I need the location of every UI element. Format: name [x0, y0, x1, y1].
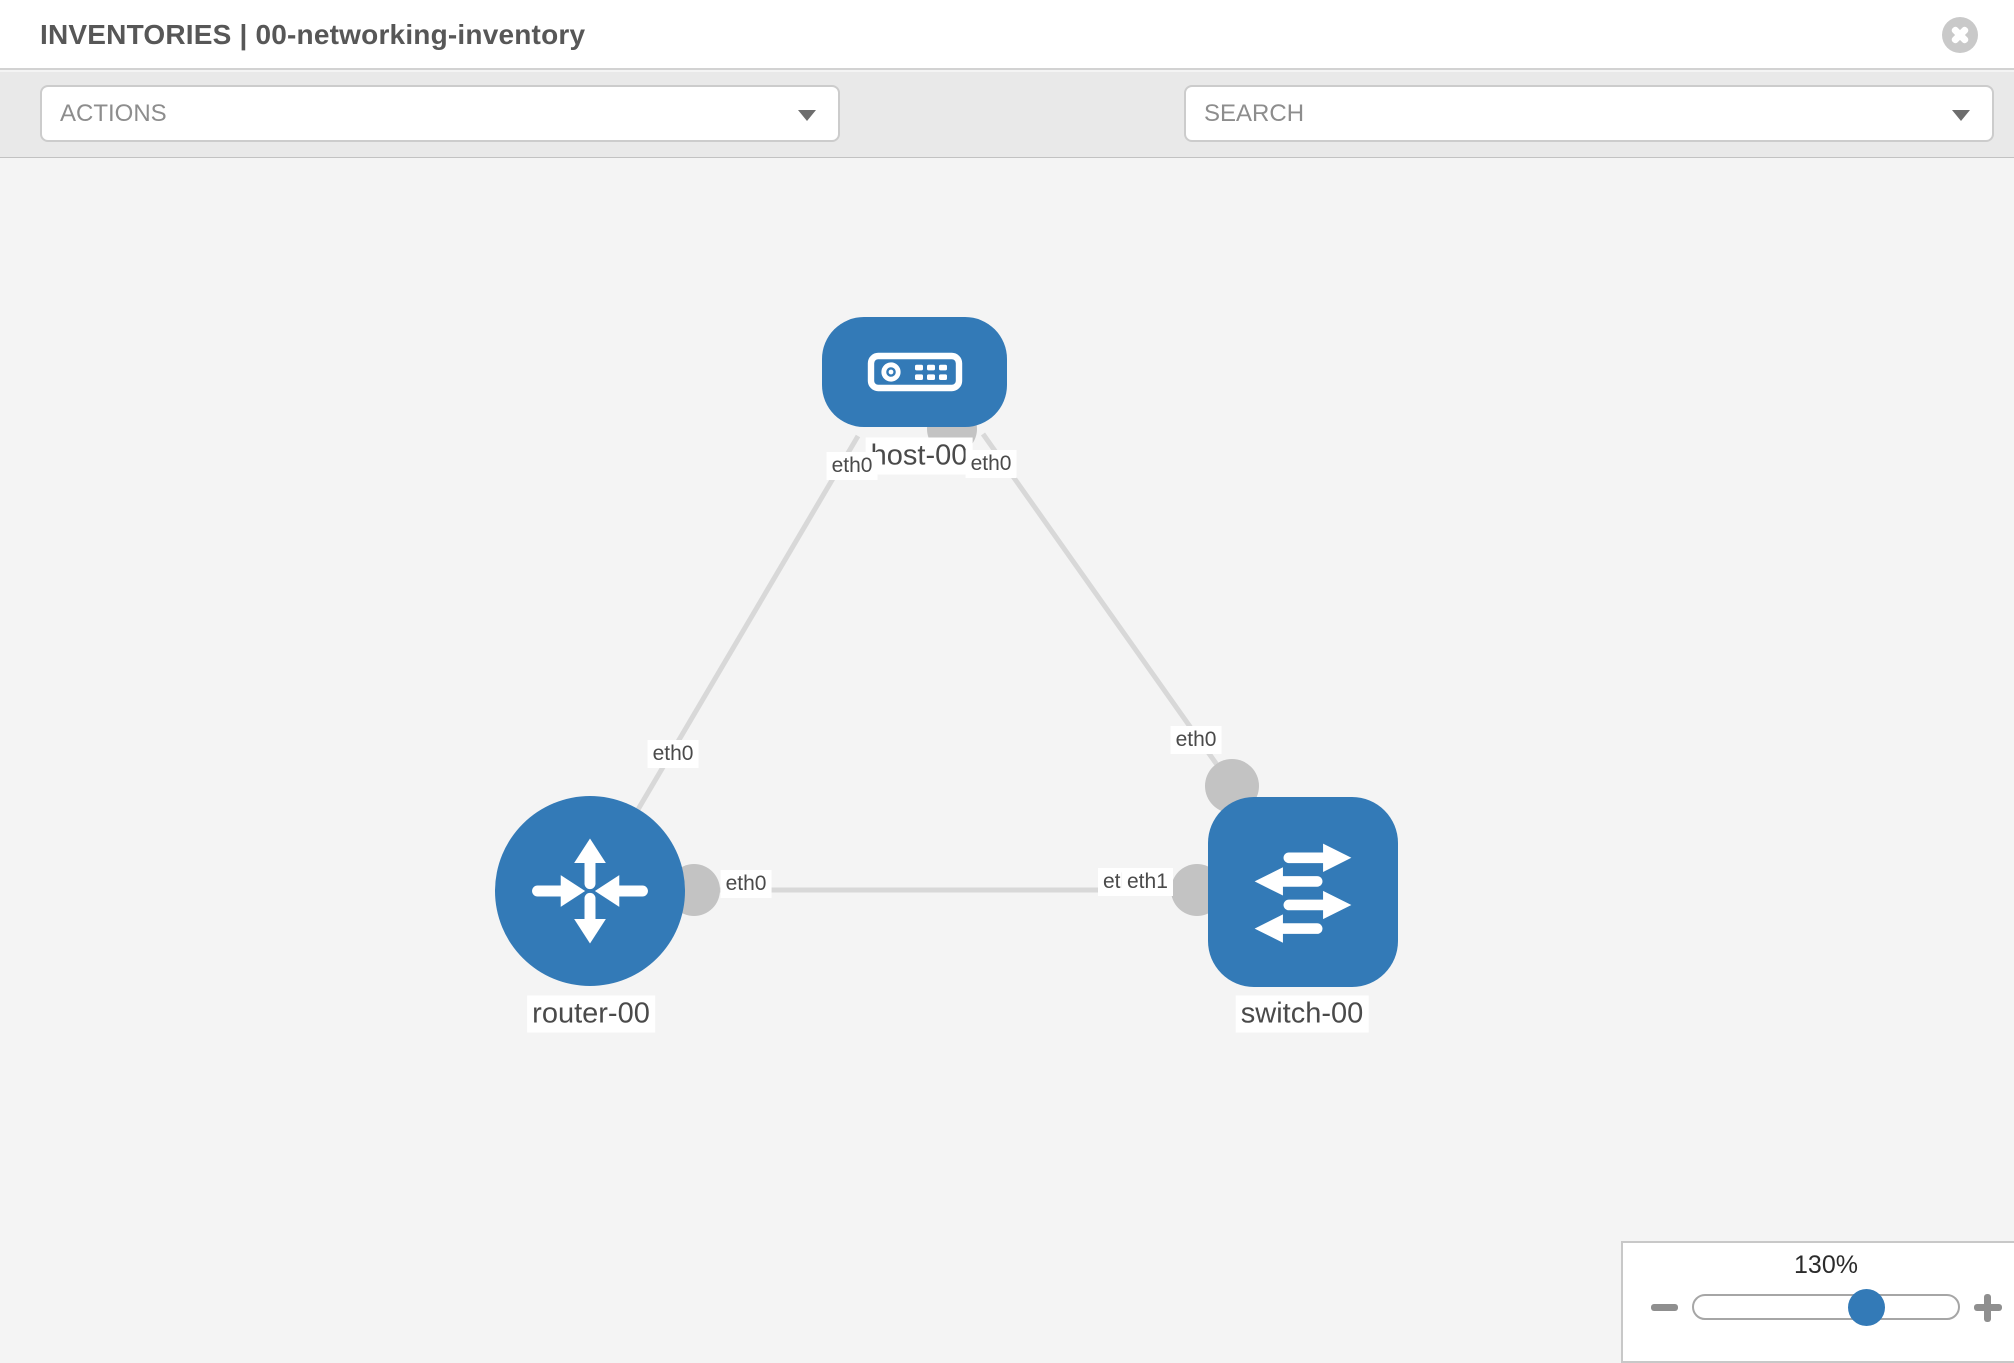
node-switch-00[interactable]: [1208, 797, 1398, 987]
chevron-down-icon: [1952, 110, 1970, 121]
interface-label-host-eth0-left: eth0: [826, 452, 878, 480]
search-dropdown[interactable]: SEARCH: [1184, 85, 1994, 142]
router-arrows-icon: [532, 838, 648, 944]
page-title: INVENTORIES | 00-networking-inventory: [40, 19, 586, 50]
zoom-in-plus-icon[interactable]: [1974, 1294, 2002, 1322]
node-router-00[interactable]: [495, 796, 685, 986]
interface-label-host-eth0-right: eth0: [965, 450, 1017, 478]
node-label-router: router-00: [527, 995, 655, 1033]
zoom-out-minus-icon[interactable]: [1651, 1304, 1678, 1311]
zoom-level-value: 130%: [1794, 1251, 1858, 1279]
node-label-switch: switch-00: [1235, 995, 1369, 1033]
interface-label-router-eth0-up: eth0: [647, 740, 699, 768]
topology-links-layer: [587, 404, 1259, 916]
node-label-host: host-00: [865, 437, 973, 475]
close-icon[interactable]: [1942, 17, 1978, 53]
topology-canvas[interactable]: host-00 router-00 switch-00 eth0 eth0 et…: [0, 159, 2014, 1363]
interface-label-switch-eth0: eth0: [1170, 726, 1222, 754]
server-icon: [867, 352, 962, 392]
zoom-control-panel: 130%: [1621, 1241, 2014, 1363]
interface-label-router-eth0: eth0: [720, 870, 772, 898]
chevron-down-icon: [798, 110, 816, 121]
zoom-slider-thumb[interactable]: [1848, 1289, 1885, 1326]
zoom-slider-track[interactable]: [1692, 1294, 1960, 1320]
header-bar: INVENTORIES | 00-networking-inventory: [0, 0, 2014, 70]
plus-bar: [1984, 1294, 1991, 1322]
actions-dropdown-label: ACTIONS: [60, 100, 167, 127]
actions-dropdown[interactable]: ACTIONS: [40, 85, 840, 142]
node-host-00[interactable]: [822, 317, 1007, 427]
toolbar: ACTIONS SEARCH: [0, 72, 2014, 208]
interface-label-switch-eth1: eth1: [1122, 868, 1173, 896]
switch-arrows-icon: [1254, 843, 1352, 943]
search-dropdown-label: SEARCH: [1204, 100, 1305, 127]
